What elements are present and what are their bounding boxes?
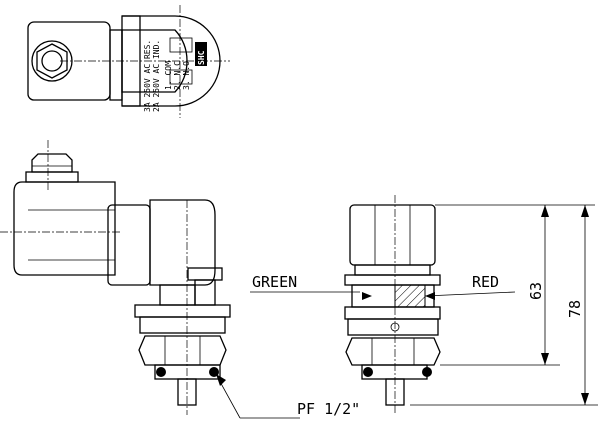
terminal-no: 3. N.O xyxy=(182,61,191,90)
hatched-section xyxy=(394,284,426,308)
rating-res: 3A 250V AC RES. xyxy=(143,40,152,112)
dimension-lines xyxy=(216,204,598,419)
terminal-nc: 2. N.C xyxy=(173,61,182,90)
dimension-63: 63 xyxy=(527,282,545,300)
thread-label: PF 1/2" xyxy=(297,400,360,418)
brand-text: SHC xyxy=(197,50,206,65)
green-label: GREEN xyxy=(252,273,297,291)
rating-ind: 2A 250V AC IND. xyxy=(152,40,161,112)
brand-logo xyxy=(195,42,207,66)
side-view xyxy=(0,140,231,415)
top-view: 3A 250V AC RES. 2A 250V AC IND. 1. COM 2… xyxy=(27,5,230,118)
front-view xyxy=(250,195,516,415)
dimension-78: 78 xyxy=(566,300,584,318)
terminal-com: 1. COM xyxy=(164,61,173,90)
red-label: RED xyxy=(472,273,499,291)
